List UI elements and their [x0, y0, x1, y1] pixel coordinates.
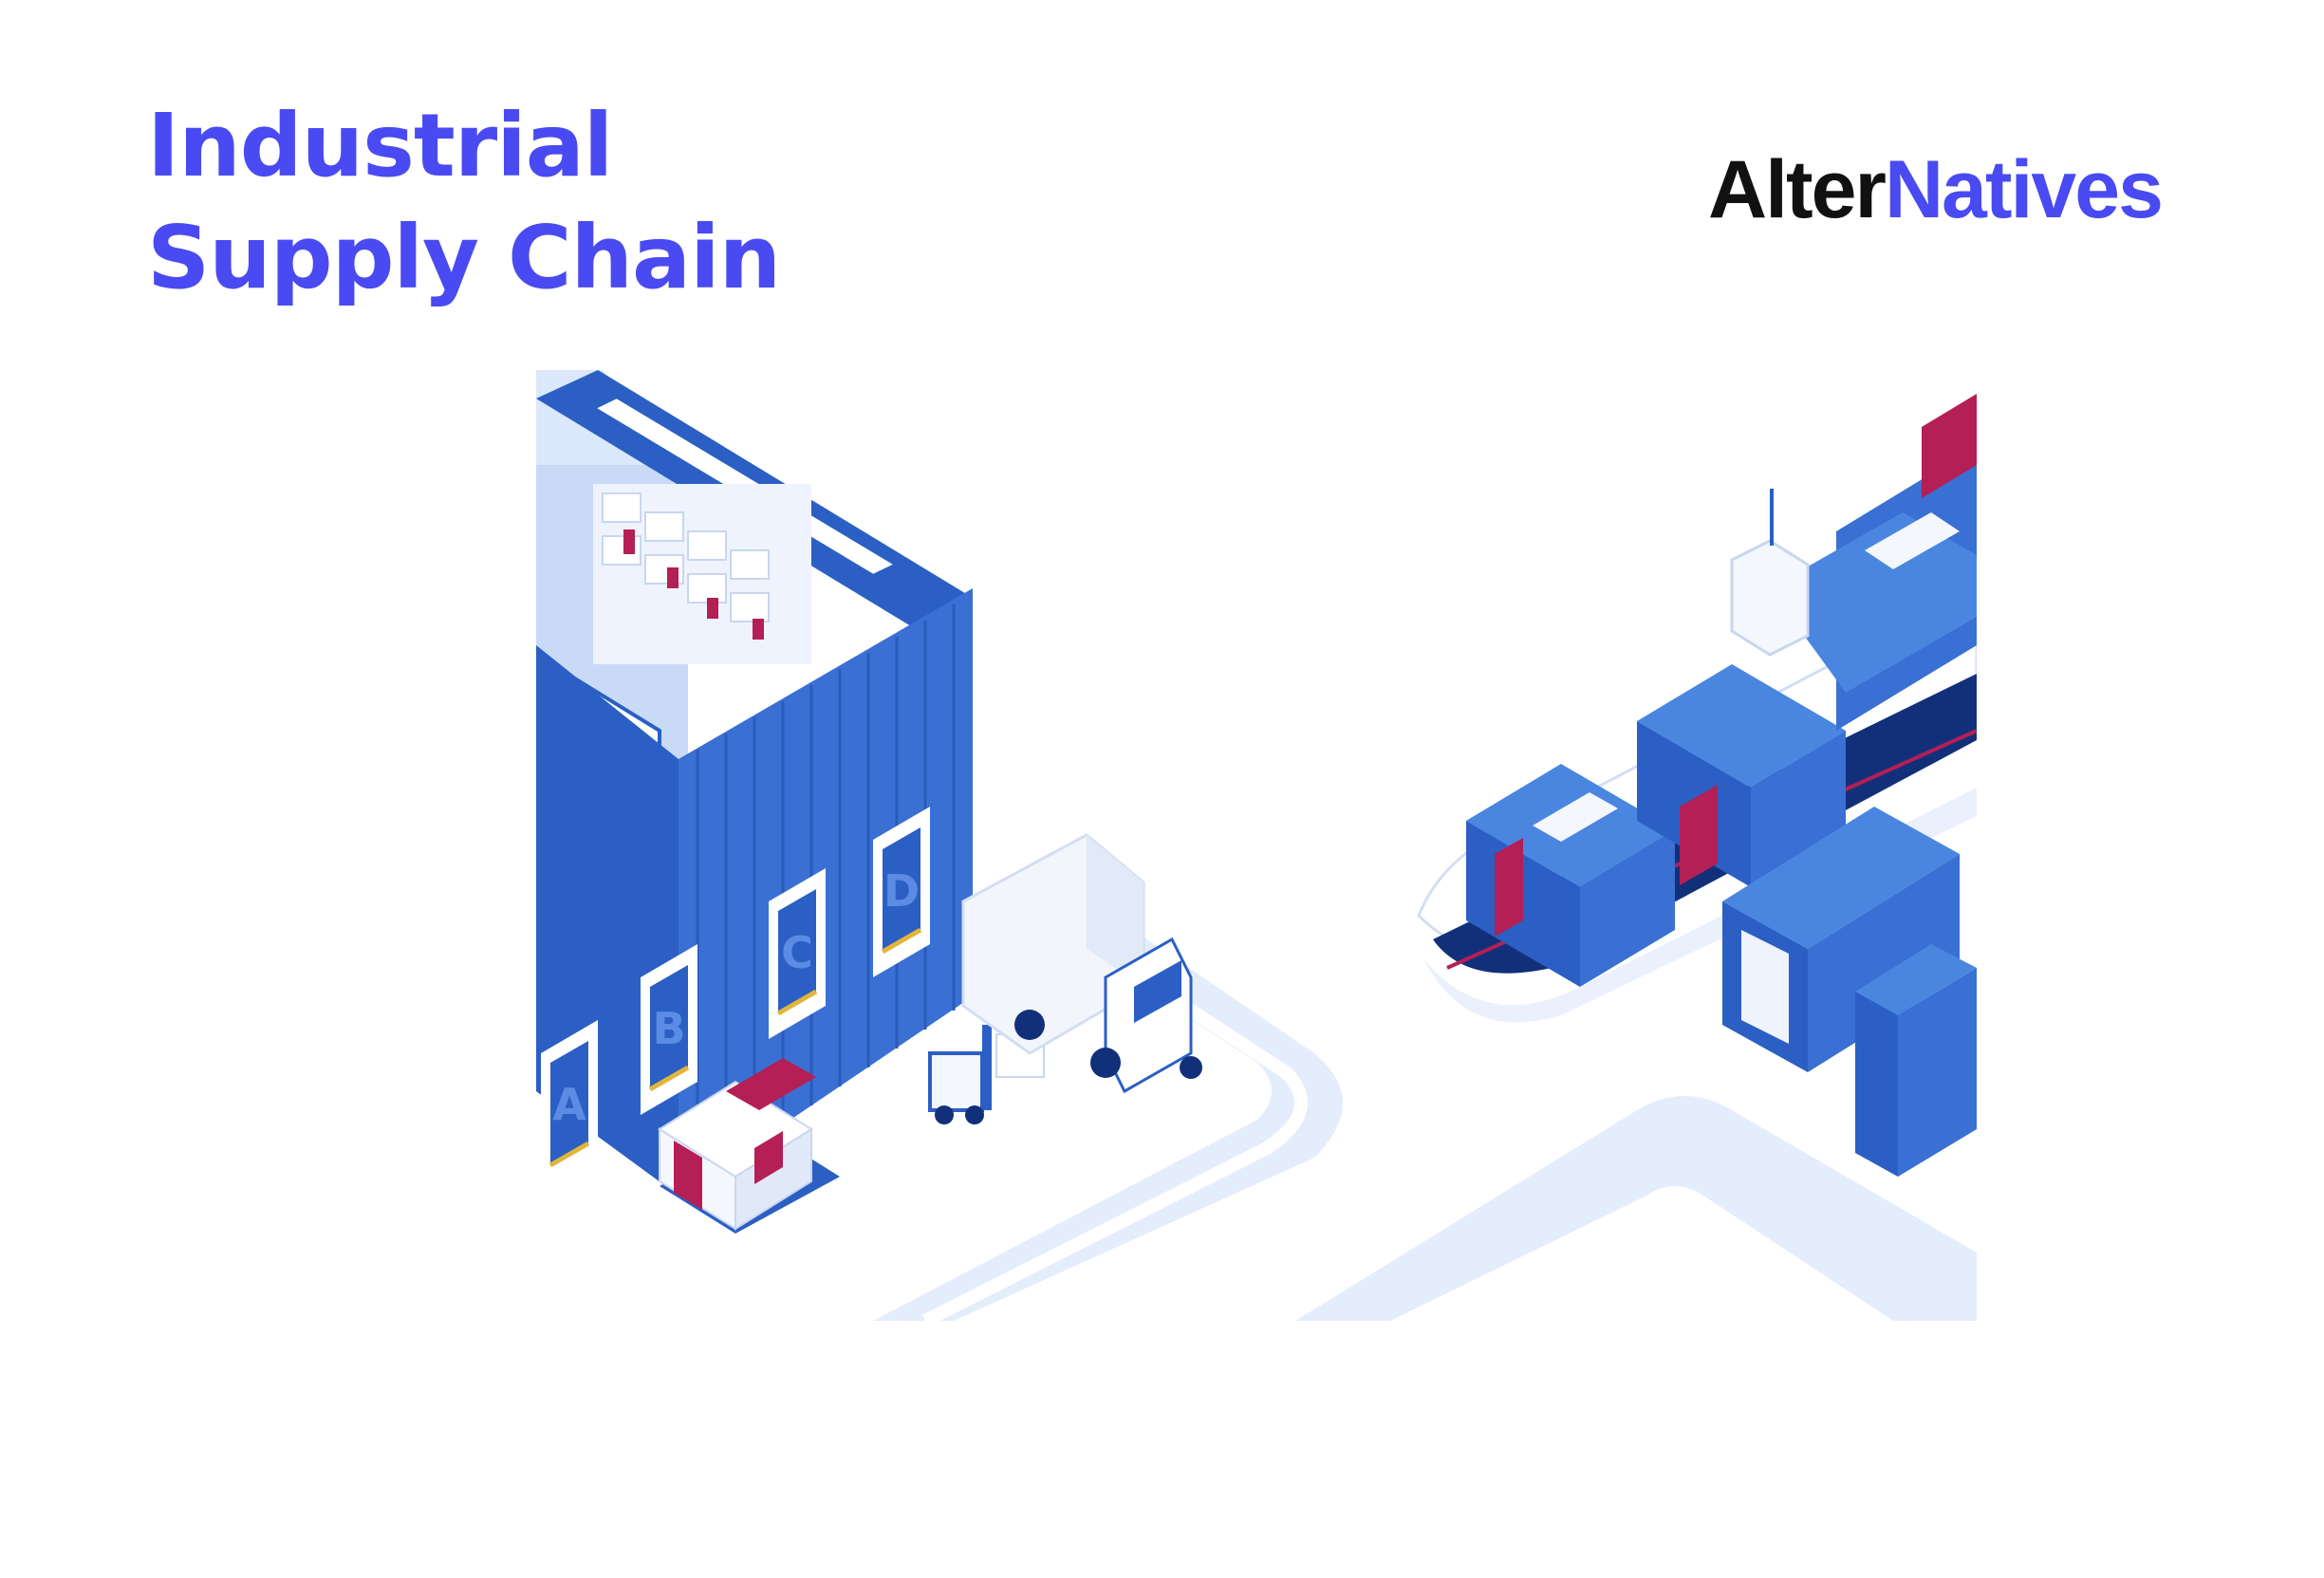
truck — [961, 833, 1202, 1094]
road-left-inner — [921, 943, 1308, 1321]
logo-part-2: Natives — [1884, 144, 2164, 235]
alternatives-logo: AlterNatives — [1708, 142, 2164, 237]
cargo-pallets — [658, 1058, 840, 1234]
ship-containers — [1466, 394, 1977, 987]
page-title: Industrial Supply Chain — [147, 90, 781, 314]
warehouse: A B C D — [536, 370, 973, 1196]
title-line-1: Industrial — [147, 95, 613, 196]
dock-d-label: D — [883, 865, 920, 917]
storage-racks — [593, 484, 811, 664]
dock-c-label: C — [781, 927, 813, 978]
road-left — [873, 911, 1343, 1321]
isometric-logistics-scene: A B C D — [536, 370, 1977, 1321]
dock-doors: A B C D — [541, 807, 930, 1191]
road-right — [1295, 1096, 1977, 1321]
title-line-2: Supply Chain — [147, 207, 781, 308]
dock-containers — [1722, 807, 1977, 1177]
dock-a-label: A — [552, 1079, 586, 1130]
ship-bridge — [1730, 489, 1810, 657]
cargo-ship — [1417, 394, 1977, 1023]
logo-part-1: Alter — [1708, 144, 1887, 235]
dock-b-label: B — [652, 1003, 685, 1054]
supply-chain-illustration: A B C D — [536, 370, 1977, 1321]
